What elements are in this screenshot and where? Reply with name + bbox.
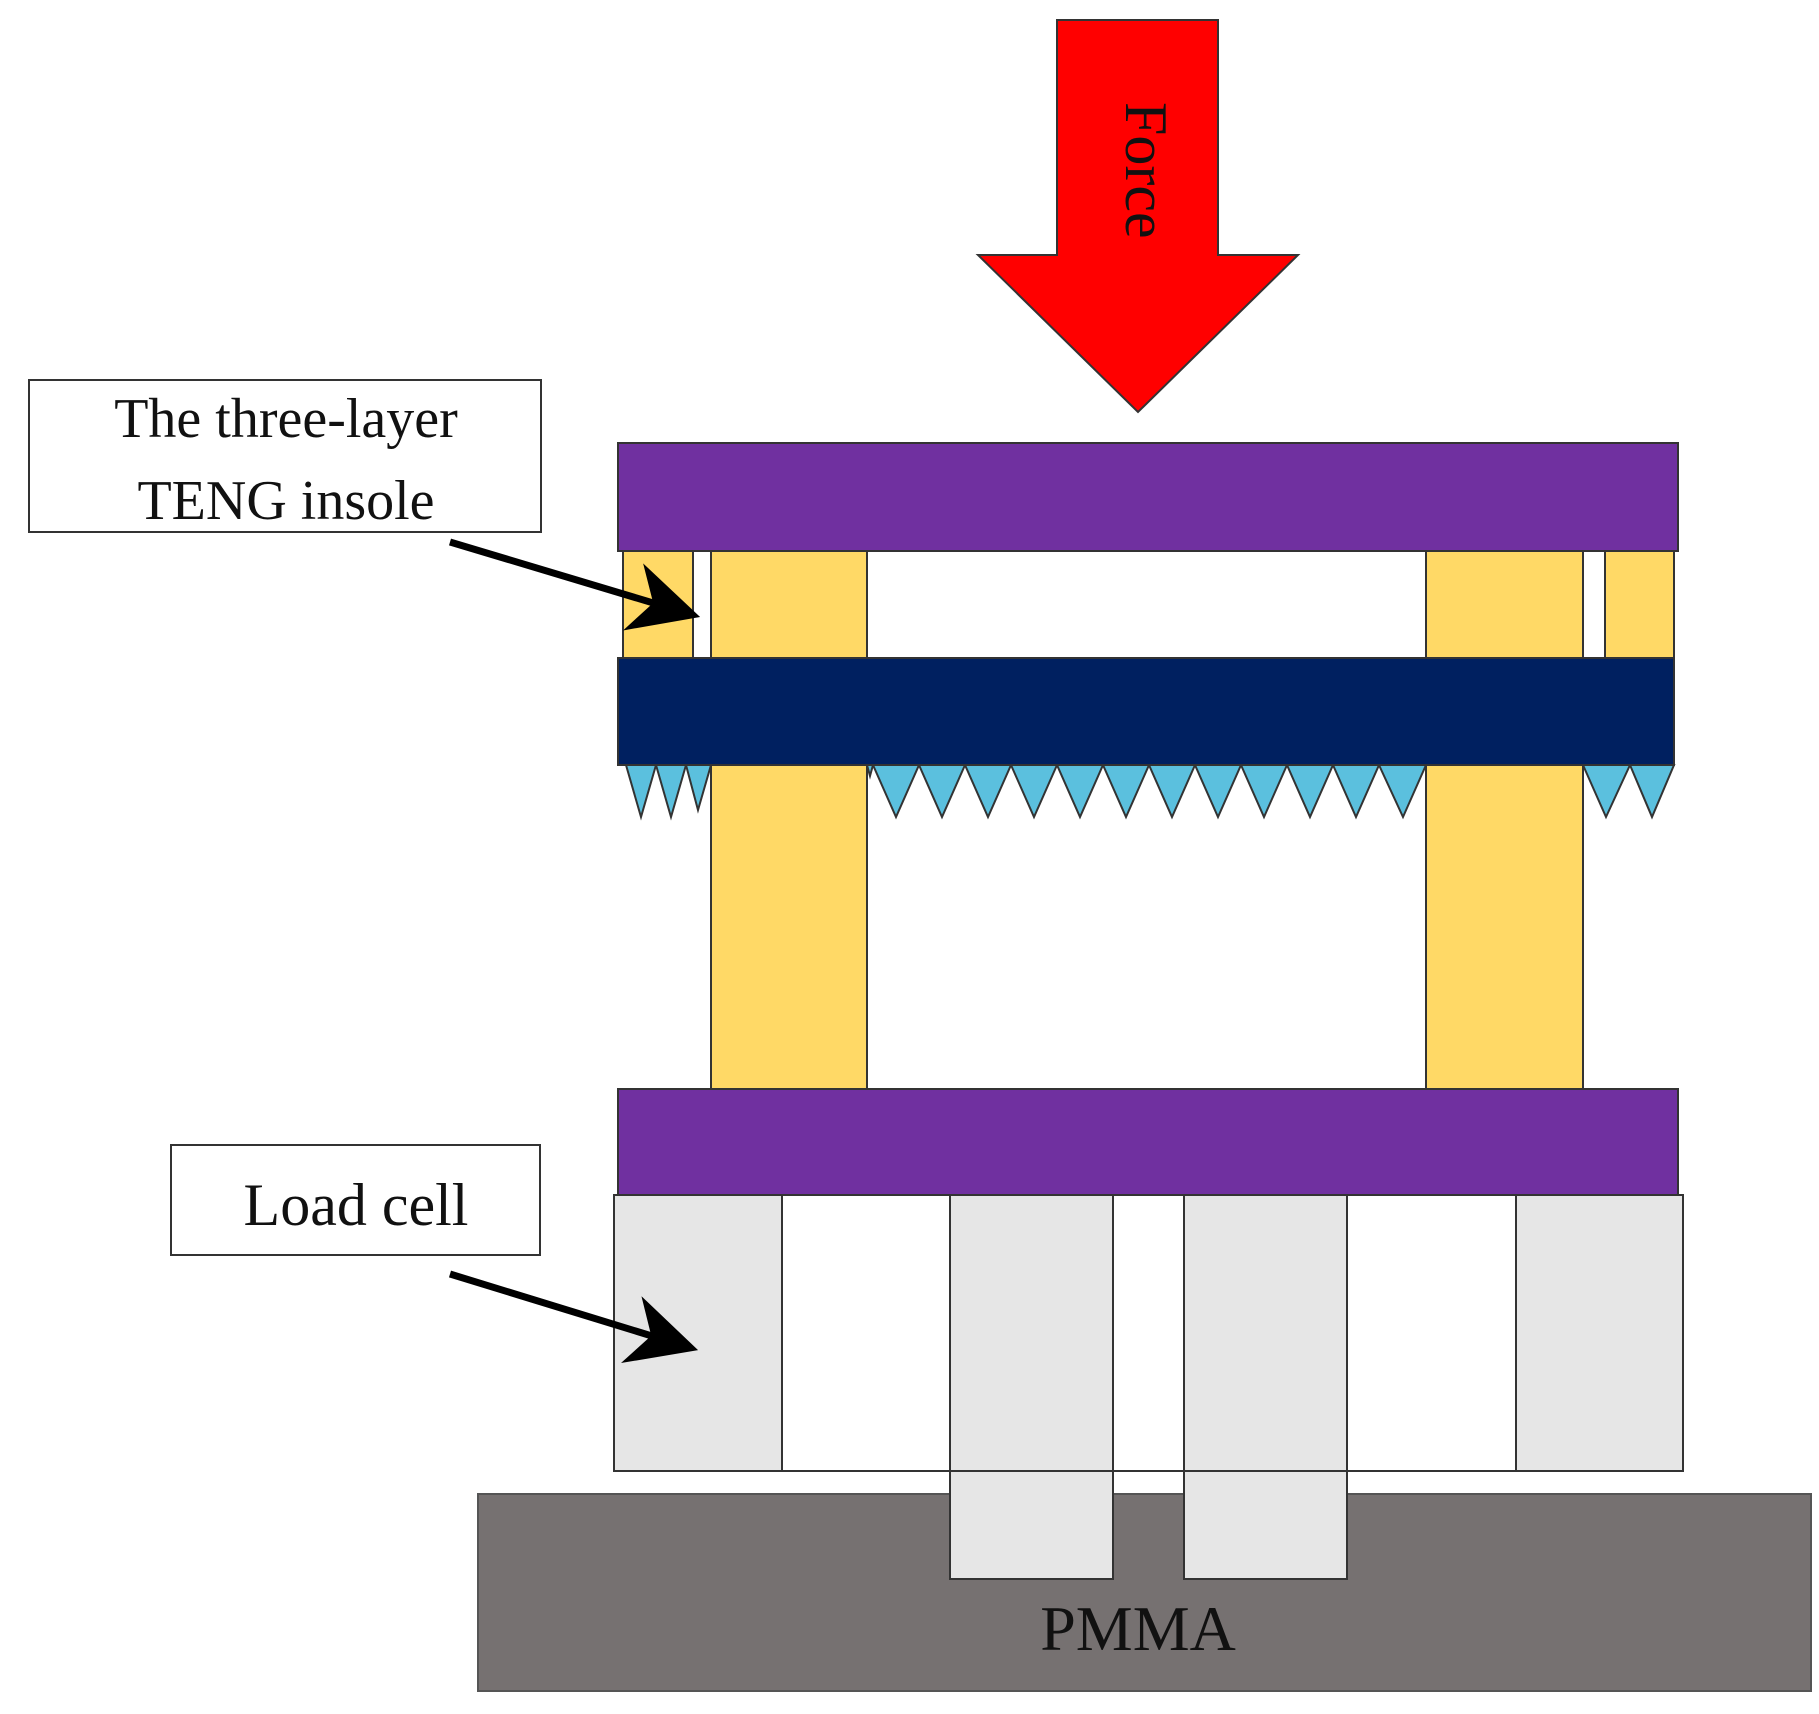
load-cell-pointer-arrow <box>448 1270 699 1364</box>
cyan-teeth-left <box>624 764 713 821</box>
pmma-label: PMMA <box>1040 1593 1236 1664</box>
yellow-pillar-left <box>710 550 868 1090</box>
load-cell-foot-right <box>1183 1194 1348 1580</box>
yellow-pillar-right <box>1425 550 1584 1090</box>
navy-middle-layer <box>617 657 1675 766</box>
teng-insole-pointer-arrow <box>448 538 701 631</box>
cyan-teeth-right <box>1581 764 1676 820</box>
teng-insole-label-line2: TENG insole <box>137 470 434 532</box>
teng-insole-label-line1: The three-layer <box>114 388 458 450</box>
yellow-spacer-right-thin <box>1604 550 1675 659</box>
bottom-purple-plate <box>617 1088 1679 1196</box>
load-cell-label: Load cell <box>244 1172 469 1238</box>
teng-insole-label-box <box>28 379 542 533</box>
load-cell-foot-left <box>949 1194 1114 1580</box>
force-arrow <box>975 19 1301 414</box>
force-label: Force <box>1113 102 1179 239</box>
load-cell-block-right <box>1515 1194 1684 1472</box>
pmma-base <box>477 1493 1812 1692</box>
load-cell-label-box <box>170 1144 541 1256</box>
top-purple-plate <box>617 442 1679 552</box>
cyan-teeth-middle <box>865 764 1428 820</box>
